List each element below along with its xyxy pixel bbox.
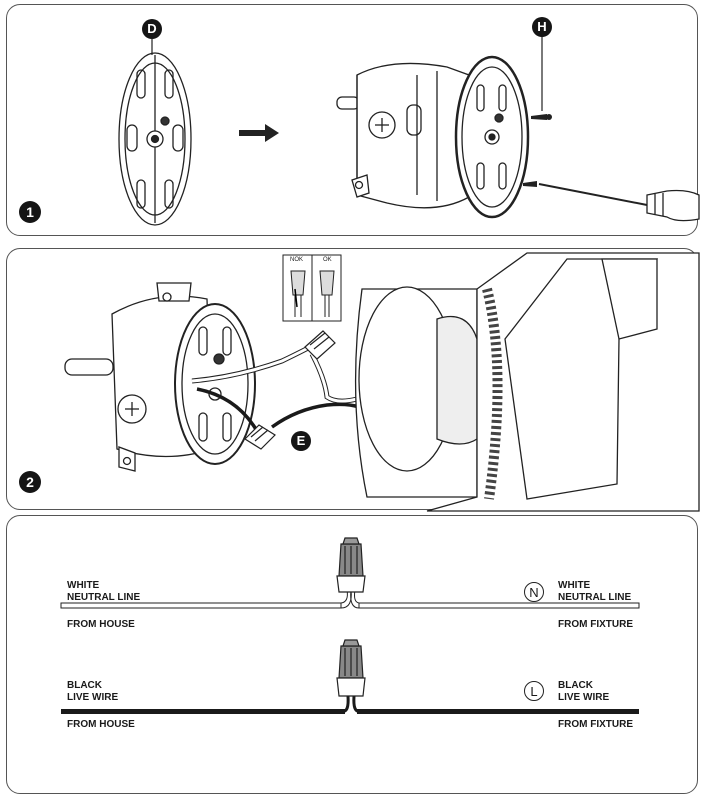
wiring-diagram-panel: WHITE NEUTRAL LINE FROM HOUSE N WHITE NE… (6, 515, 698, 794)
connector-check-inset (282, 254, 342, 322)
mounting-plate (174, 303, 256, 465)
screwdriver (538, 183, 700, 222)
step-2-panel: NOK OK E 2 (6, 248, 700, 512)
live-symbol: L (524, 681, 544, 701)
callout-h: H (532, 17, 552, 37)
light-fixture (354, 252, 700, 512)
neutral-fixture-label: WHITE NEUTRAL LINE (558, 580, 632, 603)
nok-label: NOK (290, 257, 304, 263)
mounting-plate (118, 52, 192, 226)
step-1-illustration (118, 35, 700, 226)
wire-nut-white (304, 330, 336, 360)
live-house-label: BLACK LIVE WIRE (67, 680, 119, 703)
neutral-house-from: FROM HOUSE (67, 619, 135, 630)
fixture-white-wire (309, 352, 358, 404)
neutral-symbol: N (524, 582, 544, 602)
neutral-fixture-from: FROM FIXTURE (558, 619, 633, 630)
step-2-number: 2 (19, 471, 41, 493)
live-fixture-from: FROM FIXTURE (558, 719, 633, 730)
wiring-diagram (60, 537, 640, 714)
fixture-black-wire (270, 402, 360, 429)
step-1-number: 1 (19, 201, 41, 223)
neutral-wire (60, 589, 640, 609)
live-wire (61, 695, 639, 714)
step-1-panel: D H 1 (6, 4, 700, 236)
wire-nut-live (336, 639, 366, 697)
black-wire (196, 387, 259, 432)
live-house-from: FROM HOUSE (67, 719, 135, 730)
ok-label: OK (323, 257, 332, 263)
installed-plate (454, 55, 530, 219)
step-2-illustration (64, 252, 700, 512)
live-fixture-label: BLACK LIVE WIRE (558, 680, 610, 703)
arrow-right (239, 124, 279, 142)
wire-nut-black (244, 424, 276, 450)
junction-box (336, 62, 470, 209)
callout-e: E (291, 431, 311, 451)
wire-nut-neutral (336, 537, 366, 593)
callout-d: D (142, 19, 162, 39)
screws (523, 114, 552, 187)
neutral-house-label: WHITE NEUTRAL LINE (67, 580, 141, 603)
